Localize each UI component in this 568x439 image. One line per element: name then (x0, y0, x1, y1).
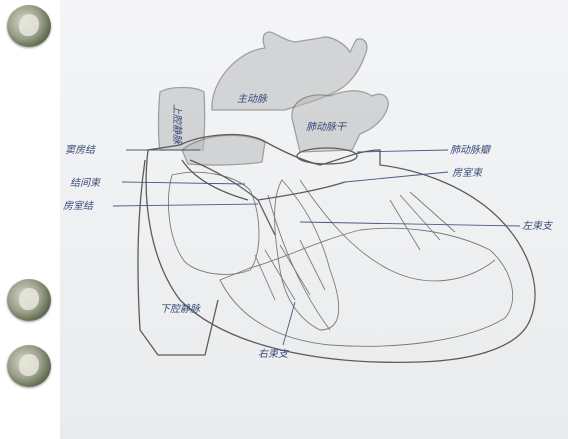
inferior-vena-cava (138, 160, 218, 355)
label-left-bundle: 左束支 (522, 220, 553, 232)
right-ventricle (220, 228, 513, 346)
left-ventricle (275, 180, 339, 330)
interventricular-septum (268, 180, 495, 330)
label-ivc: 下腔静脉 (160, 303, 201, 315)
label-svc: 上腔静脉 (171, 104, 183, 145)
leader-av-node (113, 204, 258, 206)
label-sinus-node: 窦房结 (65, 144, 97, 156)
label-av-node: 房室结 (63, 200, 95, 212)
label-pulmonary-trunk: 肺动脉干 (306, 121, 347, 133)
label-his-bundle: 房室束 (452, 167, 484, 179)
right-atrium (168, 172, 259, 274)
label-right-bundle: 右束支 (258, 348, 289, 360)
leader-internodal (122, 182, 245, 184)
label-internodal-tract: 结间束 (70, 177, 102, 189)
conduction-pathway (182, 160, 345, 235)
label-pulmonary-valve: 肺动脉瓣 (450, 144, 492, 156)
leader-right-bundle (283, 302, 295, 345)
label-aorta: 主动脉 (237, 93, 268, 105)
